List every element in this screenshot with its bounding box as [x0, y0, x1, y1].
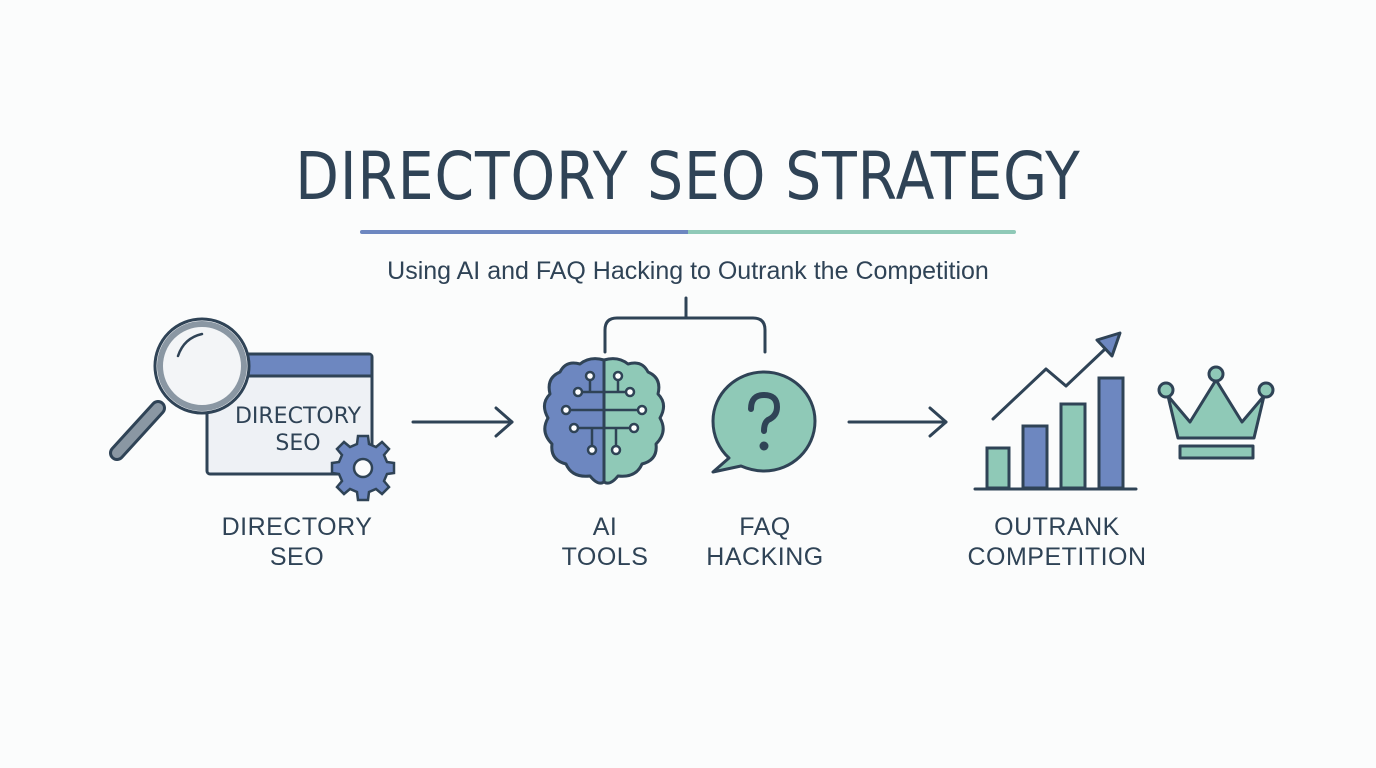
bar-chart-icon — [973, 376, 1138, 491]
magnifier-icon — [109, 317, 251, 461]
flow-arrow-1 — [411, 406, 514, 438]
title-underline — [360, 230, 1016, 234]
ai-tools-label-line1: AI — [592, 513, 618, 541]
faq-hacking-label-line2: HACKING — [706, 543, 824, 571]
question-bubble-icon — [711, 370, 817, 474]
gear-icon — [330, 434, 396, 502]
brain-icon — [543, 357, 665, 485]
directory-seo-label: DIRECTORY SEO — [197, 512, 397, 572]
ai-tools-label: AI TOOLS — [545, 512, 665, 572]
bracket-connector — [603, 296, 767, 354]
faq-hacking-label-line1: FAQ — [739, 513, 791, 541]
flow-arrow-2 — [847, 406, 948, 438]
directory-icon-text-2: SEO — [275, 431, 320, 456]
trend-arrow-icon — [991, 331, 1122, 421]
faq-hacking-label: FAQ HACKING — [695, 512, 835, 572]
directory-seo-icon: DIRECTORY SEO — [109, 317, 396, 502]
outrank-competition-label: OUTRANK COMPETITION — [957, 512, 1157, 572]
directory-seo-label-line1: DIRECTORY — [221, 513, 373, 541]
outrank-competition-label-line2: COMPETITION — [967, 543, 1147, 571]
diagram-subtitle: Using AI and FAQ Hacking to Outrank the … — [387, 257, 989, 285]
directory-seo-label-line2: SEO — [269, 543, 325, 571]
directory-icon-text-1: DIRECTORY — [235, 404, 362, 429]
ai-tools-label-line2: TOOLS — [561, 543, 649, 571]
diagram-title: DIRECTORY SEO STRATEGY — [295, 138, 1081, 215]
crown-icon — [1157, 365, 1275, 460]
outrank-competition-label-line1: OUTRANK — [994, 513, 1120, 541]
